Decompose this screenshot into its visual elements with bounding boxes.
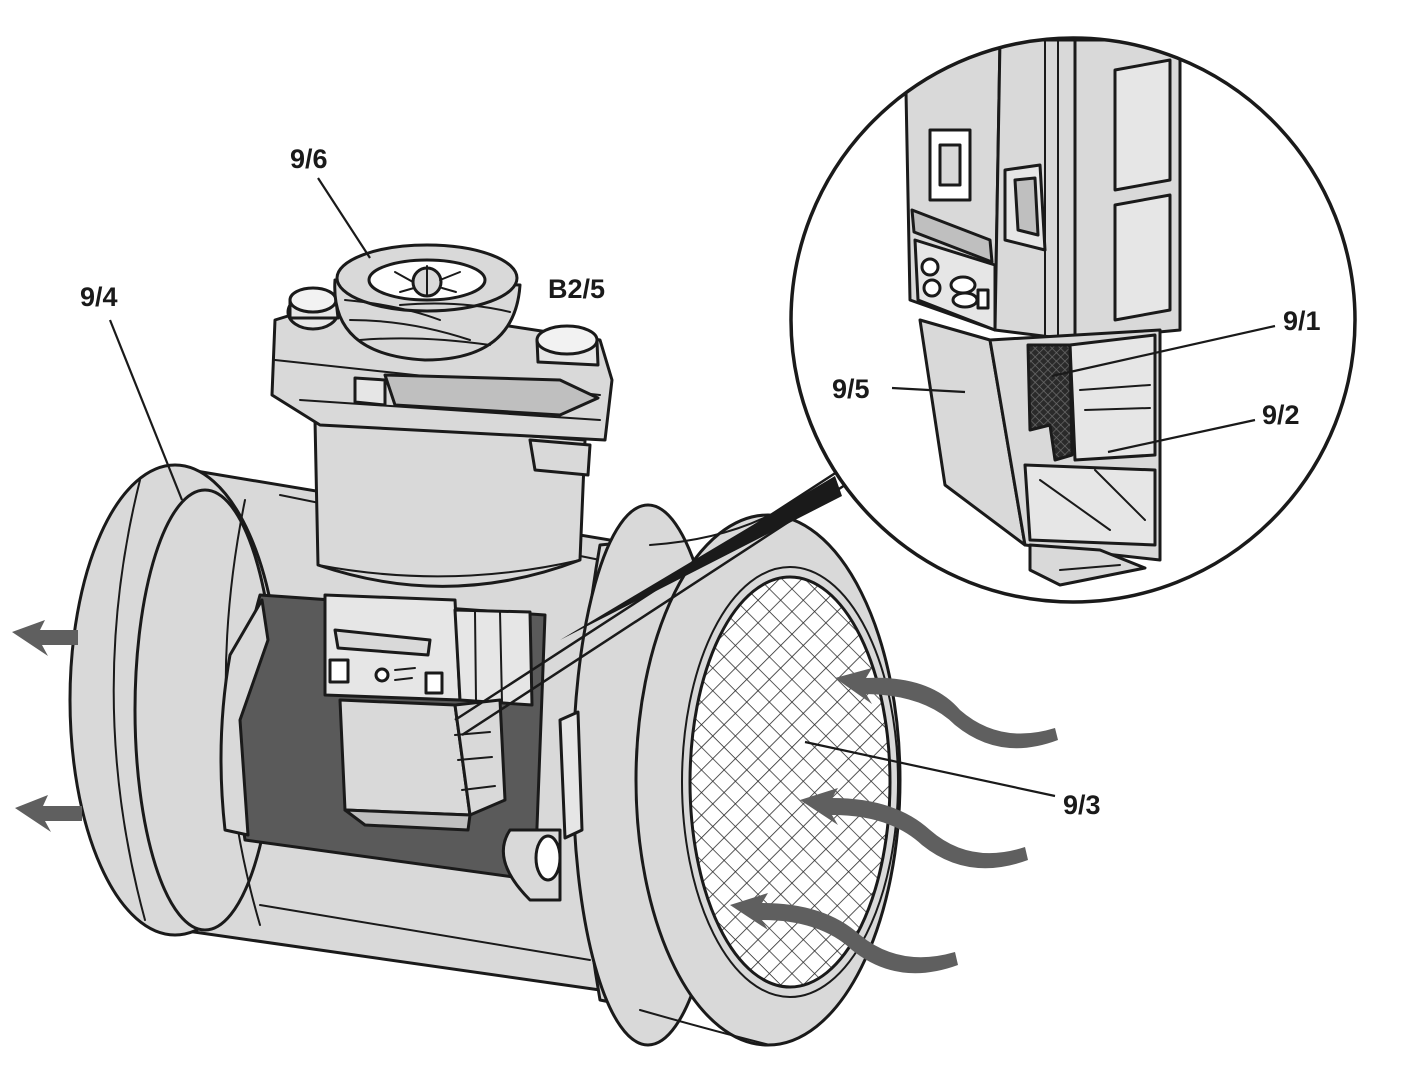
connector-plug xyxy=(333,243,522,362)
label-9-4: 9/4 xyxy=(80,282,118,312)
inflow-arrow-icon xyxy=(730,893,958,974)
screw-right xyxy=(535,324,600,367)
airflow-arrows xyxy=(12,620,1058,974)
callout-labels: 9/6 9/4 B2/5 9/1 9/5 9/2 9/3 xyxy=(80,144,1321,820)
leader-lines xyxy=(108,177,1276,798)
label-9-1: 9/1 xyxy=(1283,306,1321,336)
label-b2-5: B2/5 xyxy=(548,274,605,304)
sensor-module xyxy=(323,593,534,832)
inflow-arrow-icon xyxy=(835,668,1058,749)
magnifier-leader xyxy=(454,468,846,737)
label-9-5: 9/5 xyxy=(832,374,870,404)
label-9-6: 9/6 xyxy=(290,144,328,174)
connector-neck xyxy=(313,418,592,588)
outflow-arrow-icon xyxy=(15,795,82,832)
inflow-arrow-icon xyxy=(800,788,1028,869)
screw-left xyxy=(286,286,340,331)
label-9-3: 9/3 xyxy=(1063,790,1101,820)
outflow-arrow-icon xyxy=(12,620,78,656)
detail-magnifier xyxy=(789,36,1357,604)
label-9-2: 9/2 xyxy=(1262,400,1300,430)
